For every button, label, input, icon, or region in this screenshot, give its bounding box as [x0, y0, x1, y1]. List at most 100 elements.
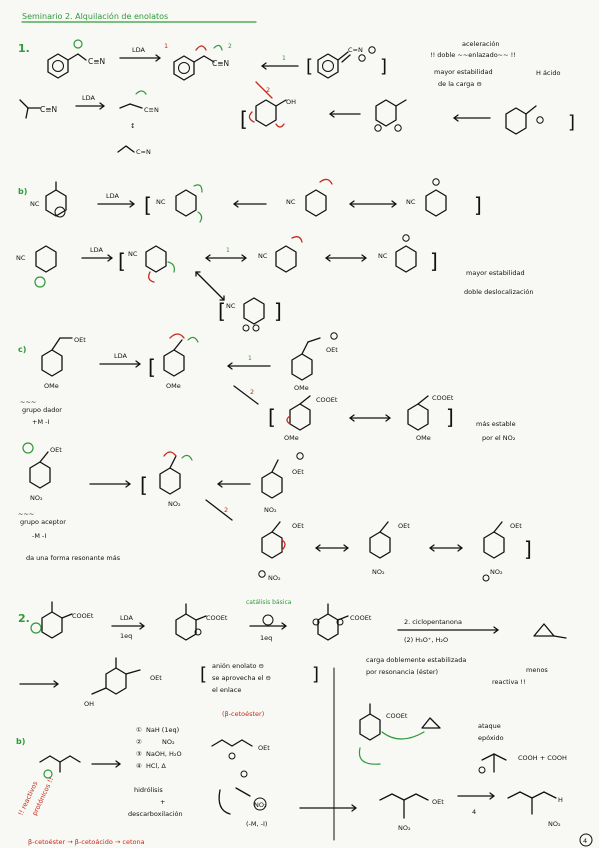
handwritten-text: LDA [120, 614, 134, 622]
ketenimine-form: C=N [317, 46, 376, 79]
handwritten-text: 4 [472, 808, 476, 816]
nitrile-anion: C≡N 1 2 [164, 42, 232, 81]
handwritten-text: OMe [284, 434, 299, 442]
handwritten-text: ] [474, 193, 482, 217]
handwritten-text: COOEt [432, 394, 454, 402]
handwritten-text: grupo dador [22, 406, 62, 414]
handwritten-text: OEt [326, 346, 338, 354]
handwritten-text: C=N [136, 148, 151, 156]
handwritten-text: 2 [266, 86, 270, 94]
pyridinone-b: NC [128, 245, 175, 283]
handwritten-text: reactiva !! [492, 678, 526, 686]
handwritten-text: HCl, Δ [146, 762, 166, 770]
handwritten-text: grupo aceptor [20, 518, 66, 526]
handwritten-text: 2 [224, 506, 228, 514]
section-1-number: 1. [18, 42, 30, 55]
section-1c-label: c) [18, 345, 26, 354]
attack-epoxide-scheme: COOEt [358, 703, 441, 765]
handwritten-text: C≡N [212, 59, 229, 68]
handwritten-text: ~~~ [18, 510, 34, 518]
aryl-ester-anion: OMe [163, 333, 199, 390]
section-1b-label: b) [18, 187, 27, 196]
handwritten-text: C≡N [40, 105, 57, 114]
handwritten-text: 2. ciclopentanona [404, 618, 462, 626]
handwritten-text: ~~~ [20, 398, 36, 406]
handwritten-text: OMe [166, 382, 181, 390]
handwritten-text: COOH + COOH [518, 754, 567, 762]
handwritten-text: (2) H₃O⁺, H₂O [404, 636, 448, 644]
handwritten-text: ] [430, 249, 438, 273]
aryl-no2-quinoid-3: OEt NO₂ [482, 521, 522, 582]
page-title: Seminario 2. Alquilación de enolatos [22, 11, 168, 21]
handwritten-text: ] [568, 112, 575, 133]
handwritten-text: NC [406, 198, 416, 206]
handwritten-text: NO₂ [398, 824, 411, 832]
handwritten-text: mayor estabilidad [434, 68, 493, 76]
handwritten-text: mayor estabilidad [466, 269, 525, 277]
piperidinone-1: NC [30, 181, 67, 218]
cyclohexadiene-anion [374, 99, 407, 132]
handwritten-text: COOEt [72, 612, 94, 620]
handwritten-text: LDA [90, 246, 104, 254]
pyridinone-a: NC [16, 245, 57, 288]
handwritten-text: 1 [282, 55, 286, 62]
piperidinone-2: NC [156, 184, 203, 223]
beta-ketoester-start [39, 755, 81, 779]
handwritten-text: hidrólisis [134, 786, 163, 794]
cyclohexadiene-oh: OH [248, 98, 296, 128]
handwritten-text: +M -I [32, 418, 49, 426]
handwritten-text: 1eq [120, 632, 132, 640]
handwritten-text: doble deslocalización [464, 288, 533, 296]
handwritten-text: (β-cetoéster) [222, 710, 264, 718]
handwritten-text: por resonancia (éster) [366, 668, 438, 676]
handwritten-text: ② [136, 738, 142, 746]
handwritten-text: OEt [50, 446, 62, 454]
handwritten-text: -M -I [32, 532, 46, 540]
handwritten-text: LDA [106, 192, 120, 200]
handwritten-text: COOEt [386, 712, 408, 720]
handwritten-text: anión enolato ⊖ [212, 662, 264, 670]
handwritten-text: NO₂ [548, 820, 561, 828]
propyl-nitrile: C≡N [19, 99, 57, 119]
handwritten-text: [ [306, 56, 313, 77]
section-2-number: 2. [18, 612, 30, 625]
handwritten-text: OH [286, 98, 296, 106]
handwritten-text: menos [526, 666, 548, 674]
handwritten-text: NC [30, 200, 40, 208]
aryl-no2-anion: NO₂ [159, 451, 193, 508]
handwritten-text: ① [136, 726, 142, 734]
handwritten-text: [ [144, 193, 152, 217]
handwritten-text: [ [148, 355, 156, 379]
handwritten-text: LDA [82, 94, 96, 102]
handwritten-text: OEt [74, 336, 86, 344]
handwritten-text: (-M, -I) [246, 820, 267, 828]
handwritten-text: catálisis básica [246, 599, 292, 606]
handwritten-text: β-cetoéster → β-cetoácido → cetona [28, 838, 145, 846]
allyl-no2-attack: NO₂ (-M, -I) [218, 770, 267, 828]
handwritten-text: ] [524, 537, 532, 561]
handwritten-text: ] [312, 664, 319, 685]
handwritten-text: COOEt [350, 614, 372, 622]
handwritten-text: NC [226, 302, 236, 310]
handwritten-text: OMe [44, 382, 59, 390]
aryl-ester-ome: OEt OMe [41, 336, 86, 390]
handwritten-text: NO₂ [268, 574, 281, 582]
pyridinone-d: NC [378, 234, 417, 273]
handwritten-text: OEt [432, 798, 444, 806]
handwritten-text: NO₂ [490, 568, 503, 576]
handwritten-text: ] [446, 405, 454, 429]
handwritten-text: [ [118, 249, 126, 273]
alkylated-product: OEt OH [84, 657, 162, 708]
handwritten-text: COOEt [316, 396, 338, 404]
aryl-ester-no2: OEt NO₂ [22, 442, 62, 502]
handwritten-text: 1 [164, 42, 168, 50]
handwritten-text: NaH (1eq) [146, 726, 179, 734]
aryl-no2-quinoid: OEt NO₂ [258, 521, 304, 582]
aryl-ester-enolate: OEt OMe [291, 332, 338, 392]
propyl-nitrile-anion: C≡N ↕ C=N [117, 90, 159, 156]
handwritten-text: NC [378, 252, 388, 260]
handwritten-text: de la carga ⊖ [438, 80, 482, 88]
pyridinone-c: NC [258, 236, 303, 273]
handwritten-text: [ [200, 664, 207, 685]
